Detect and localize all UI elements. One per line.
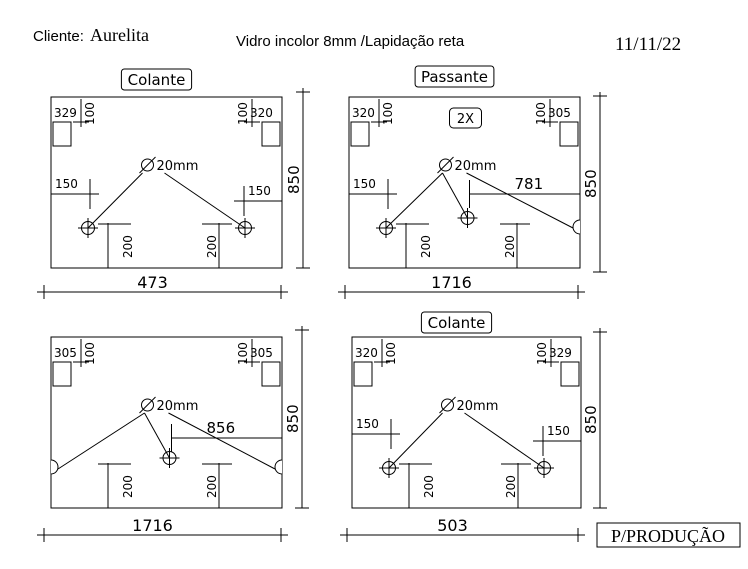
height-label: 850 bbox=[284, 404, 302, 433]
type-label-box bbox=[420, 311, 493, 334]
hinge-left-dim: 100 bbox=[83, 342, 97, 365]
width-label: 1716 bbox=[132, 516, 173, 535]
leader-line bbox=[87, 172, 143, 229]
width-label: 473 bbox=[137, 273, 168, 292]
hinge-left-dim: 100 bbox=[381, 102, 395, 125]
diameter-symbol bbox=[141, 398, 154, 412]
diameter-symbol-slash bbox=[139, 156, 156, 174]
offset-right-label: 150 bbox=[248, 184, 271, 198]
leader-line bbox=[168, 412, 276, 470]
center-dim-label: 781 bbox=[515, 175, 544, 193]
width-label: 1716 bbox=[431, 273, 472, 292]
client-name: Aurelita bbox=[90, 25, 149, 45]
hinge-right-label: 320 bbox=[250, 106, 273, 120]
bottom-right-dim: 200 bbox=[504, 475, 518, 498]
hinge-left-dim: 100 bbox=[384, 342, 398, 365]
notch-right bbox=[572, 219, 581, 235]
hole-diameter-label: 20mm bbox=[157, 399, 199, 414]
bottom-right-dim: 200 bbox=[205, 475, 219, 498]
notch-left bbox=[50, 459, 59, 475]
diameter-symbol bbox=[141, 158, 154, 172]
notch-right bbox=[274, 459, 283, 475]
leader-line bbox=[385, 172, 443, 229]
date: 11/11/22 bbox=[615, 34, 682, 55]
hinge-left-label: 329 bbox=[54, 106, 77, 120]
panel-outline bbox=[351, 336, 582, 509]
leader-line bbox=[164, 172, 246, 229]
quantity-box bbox=[449, 107, 482, 129]
hinge-right-dim: 100 bbox=[236, 102, 250, 125]
hinge-cutout-right bbox=[261, 361, 281, 387]
bottom-left-dim: 200 bbox=[121, 235, 135, 258]
hinge-cutout-left bbox=[52, 361, 72, 387]
hinge-right-label: 329 bbox=[549, 346, 572, 360]
glass-spec: Vidro incolor 8mm /Lapidação reta bbox=[236, 33, 465, 50]
hinge-cutout-right bbox=[559, 121, 579, 147]
height-label: 850 bbox=[582, 405, 600, 434]
hinge-left-label: 320 bbox=[355, 346, 378, 360]
panel-outline bbox=[50, 96, 283, 269]
type-label-text: Passante bbox=[421, 68, 488, 86]
offset-right-label: 150 bbox=[547, 424, 570, 438]
hinge-cutout-right bbox=[560, 361, 580, 387]
diameter-symbol-slash bbox=[439, 396, 456, 414]
height-label: 850 bbox=[582, 169, 600, 198]
hinge-right-dim: 100 bbox=[535, 342, 549, 365]
center-dim-label: 856 bbox=[207, 419, 236, 437]
hinge-cutout-left bbox=[353, 361, 373, 387]
offset-left-label: 150 bbox=[55, 177, 78, 191]
diameter-symbol bbox=[439, 158, 452, 172]
leader-line bbox=[442, 172, 468, 219]
bottom-left-dim: 200 bbox=[121, 475, 135, 498]
leader-line bbox=[144, 412, 170, 459]
diameter-symbol-slash bbox=[139, 396, 156, 414]
bottom-right-dim: 200 bbox=[205, 235, 219, 258]
hole-diameter-label: 20mm bbox=[457, 399, 499, 414]
panel-outline bbox=[348, 96, 581, 269]
bottom-right-dim: 200 bbox=[503, 235, 517, 258]
type-label-text: Colante bbox=[128, 71, 186, 89]
bottom-left-dim: 200 bbox=[422, 475, 436, 498]
production-stamp: P/PRODUÇÃO bbox=[596, 522, 741, 548]
hinge-cutout-left bbox=[52, 121, 72, 147]
leader-line bbox=[464, 412, 545, 469]
diameter-symbol bbox=[441, 398, 454, 412]
stamp-text: P/PRODUÇÃO bbox=[611, 525, 725, 546]
hole-diameter-label: 20mm bbox=[455, 159, 497, 174]
leader-line bbox=[57, 412, 145, 470]
hole-diameter-label: 20mm bbox=[157, 159, 199, 174]
type-label-text: Colante bbox=[428, 314, 486, 332]
width-label: 503 bbox=[437, 516, 468, 535]
offset-left-label: 150 bbox=[356, 417, 379, 431]
type-label: Colante bbox=[120, 68, 193, 91]
height-label: 850 bbox=[285, 165, 303, 194]
bottom-left-dim: 200 bbox=[419, 235, 433, 258]
panel-outline bbox=[50, 336, 283, 509]
offset-left-label: 150 bbox=[353, 177, 376, 191]
stamp-box bbox=[596, 522, 741, 548]
hinge-cutout-right bbox=[261, 121, 281, 147]
type-label-box bbox=[414, 65, 495, 88]
type-label-box bbox=[120, 68, 193, 91]
leader-line bbox=[466, 172, 574, 229]
hinge-left-dim: 100 bbox=[83, 102, 97, 125]
hinge-right-label: 305 bbox=[250, 346, 273, 360]
hinge-left-label: 305 bbox=[54, 346, 77, 360]
hinge-right-label: 305 bbox=[548, 106, 571, 120]
type-label: Colante bbox=[420, 311, 493, 334]
diameter-symbol-slash bbox=[437, 156, 454, 174]
hinge-cutout-left bbox=[350, 121, 370, 147]
hinge-right-dim: 100 bbox=[534, 102, 548, 125]
hinge-left-label: 320 bbox=[352, 106, 375, 120]
client-label: Cliente: bbox=[33, 28, 84, 45]
hinge-right-dim: 100 bbox=[236, 342, 250, 365]
leader-line bbox=[388, 412, 443, 469]
type-label: Passante bbox=[414, 65, 495, 88]
quantity-label: 2X bbox=[457, 112, 474, 127]
